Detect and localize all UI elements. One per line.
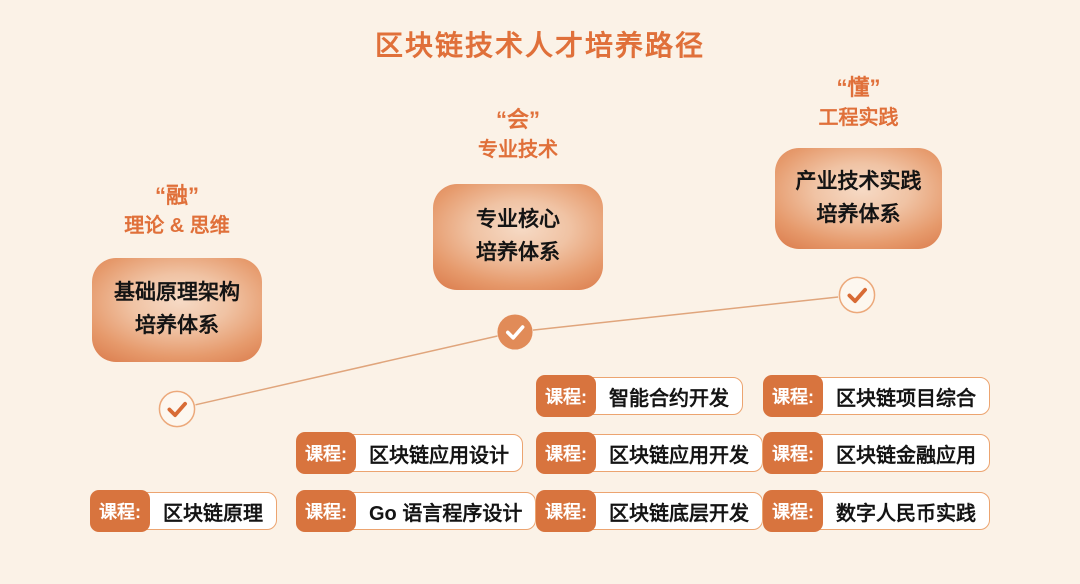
checkmark-icon <box>497 314 533 350</box>
stage-box-professional-core: 专业核心 培养体系 <box>433 184 603 290</box>
stage-label-hui: “会” 专业技术 <box>433 104 603 165</box>
stage-quote: “会” <box>495 107 540 132</box>
checkmark-icon <box>158 390 196 428</box>
course-label-badge: 课程: <box>763 490 823 532</box>
course-tag-blockchain-finance: 课程: 区块链金融应用 <box>763 432 990 474</box>
course-label-badge: 课程: <box>763 375 823 417</box>
stage-box-industry-practice: 产业技术实践 培养体系 <box>775 148 942 249</box>
stage-quote: “融” <box>154 183 199 208</box>
course-tag-digital-rmb: 课程: 数字人民币实践 <box>763 490 990 532</box>
stage-box-foundation: 基础原理架构 培养体系 <box>92 258 262 362</box>
course-name: 智能合约开发 <box>609 387 729 410</box>
course-tag-blockchain-lowlevel-dev: 课程: 区块链底层开发 <box>536 490 763 532</box>
checkmark-icon <box>838 276 876 314</box>
course-label-badge: 课程: <box>90 490 150 532</box>
stage-box-line1: 基础原理架构 <box>114 281 240 305</box>
course-label-badge: 课程: <box>296 490 356 532</box>
stage-box-line2: 培养体系 <box>135 314 219 337</box>
course-tag-smart-contract-dev: 课程: 智能合约开发 <box>536 375 743 417</box>
stage-subtitle: 理论 & 思维 <box>124 214 230 237</box>
stage-subtitle: 工程实践 <box>818 106 899 129</box>
stage-box-line2: 培养体系 <box>476 241 560 264</box>
stage-box-line1: 专业核心 <box>476 208 560 232</box>
course-name: 区块链应用设计 <box>369 444 509 467</box>
course-label-badge: 课程: <box>296 432 356 474</box>
course-label-badge: 课程: <box>763 432 823 474</box>
stage-label-dong: “懂” 工程实践 <box>775 72 942 133</box>
course-label-badge: 课程: <box>536 432 596 474</box>
stage-box-line1: 产业技术实践 <box>795 169 922 193</box>
stage-label-rong: “融” 理论 & 思维 <box>92 180 262 241</box>
course-name: 区块链原理 <box>163 502 263 525</box>
course-name: 数字人民币实践 <box>836 502 976 525</box>
stage-quote: “懂” <box>836 75 881 100</box>
course-label-badge: 课程: <box>536 375 596 417</box>
course-tag-go-programming: 课程: Go 语言程序设计 <box>296 490 537 532</box>
course-label-badge: 课程: <box>536 490 596 532</box>
course-name: 区块链项目综合 <box>836 387 976 410</box>
course-name: 区块链应用开发 <box>609 444 749 467</box>
stage-box-line2: 培养体系 <box>816 202 901 226</box>
page-title: 区块链技术人才培养路径 <box>374 30 705 61</box>
course-tag-blockchain-principles: 课程: 区块链原理 <box>90 490 277 532</box>
course-tag-blockchain-app-design: 课程: 区块链应用设计 <box>296 432 523 474</box>
course-name: Go 语言程序设计 <box>369 502 523 525</box>
stage-subtitle: 专业技术 <box>478 138 558 161</box>
course-tag-blockchain-project: 课程: 区块链项目综合 <box>763 375 990 417</box>
course-name: 区块链底层开发 <box>609 502 749 525</box>
course-name: 区块链金融应用 <box>836 444 976 467</box>
course-tag-blockchain-app-dev: 课程: 区块链应用开发 <box>536 432 763 474</box>
